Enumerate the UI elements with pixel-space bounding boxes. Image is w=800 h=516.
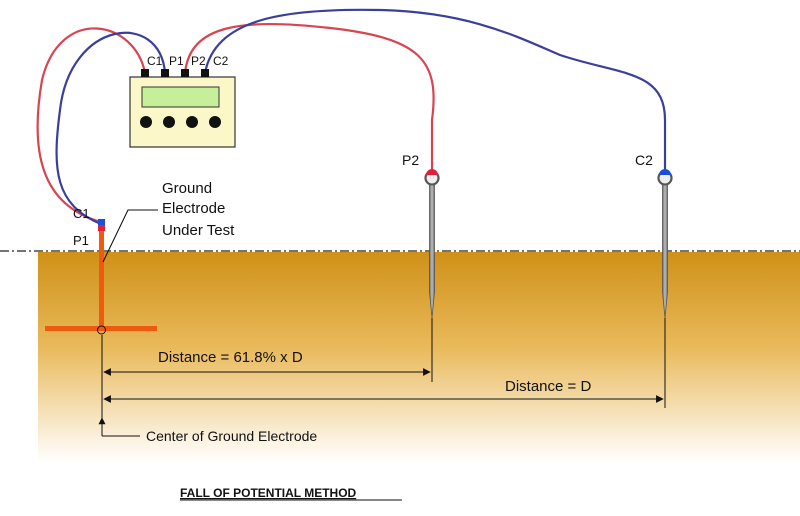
meter-screen <box>141 86 220 108</box>
probe-c2-label: C2 <box>635 152 653 168</box>
probe-p2 <box>424 169 440 319</box>
electrode-title-line3: Under Test <box>162 222 235 239</box>
lead-p2-red <box>183 23 435 173</box>
soil <box>38 252 800 462</box>
terminal-label-c1: C1 <box>147 54 163 68</box>
terminal-label-p2: P2 <box>191 54 206 68</box>
probe-c2 <box>657 169 673 319</box>
terminal-c2 <box>201 69 209 77</box>
terminal-p2 <box>181 69 189 77</box>
meter-knob-1 <box>140 116 152 128</box>
meter-knob-3 <box>186 116 198 128</box>
electrode-p1-label: P1 <box>73 233 89 248</box>
electrode-c1-connector <box>98 219 105 225</box>
distance-p2-label: Distance = 61.8% x D <box>158 349 303 366</box>
electrode-title-leader <box>102 209 158 263</box>
earth-tester-meter: C1 P1 P2 C2 <box>129 54 236 148</box>
electrode-title-line2: Electrode <box>162 200 225 217</box>
electrode-title-line1: Ground <box>162 180 212 197</box>
distance-c2-label: Distance = D <box>505 378 591 395</box>
lead-c2-blue <box>203 8 667 173</box>
terminal-c1 <box>141 69 149 77</box>
center-label: Center of Ground Electrode <box>146 428 317 444</box>
terminal-p1 <box>161 69 169 77</box>
electrode-c1-label: C1 <box>73 206 90 221</box>
electrode-p1-connector <box>98 225 105 231</box>
lead-p1-blue <box>55 31 167 226</box>
terminal-label-p1: P1 <box>169 54 184 68</box>
ground-electrode <box>45 219 157 335</box>
footer-title: FALL OF POTENTIAL METHOD <box>180 486 357 500</box>
meter-knob-4 <box>209 116 221 128</box>
probe-p2-label: P2 <box>402 152 419 168</box>
meter-knob-2 <box>163 116 175 128</box>
lead-c1-red <box>36 27 147 224</box>
terminal-label-c2: C2 <box>213 54 229 68</box>
